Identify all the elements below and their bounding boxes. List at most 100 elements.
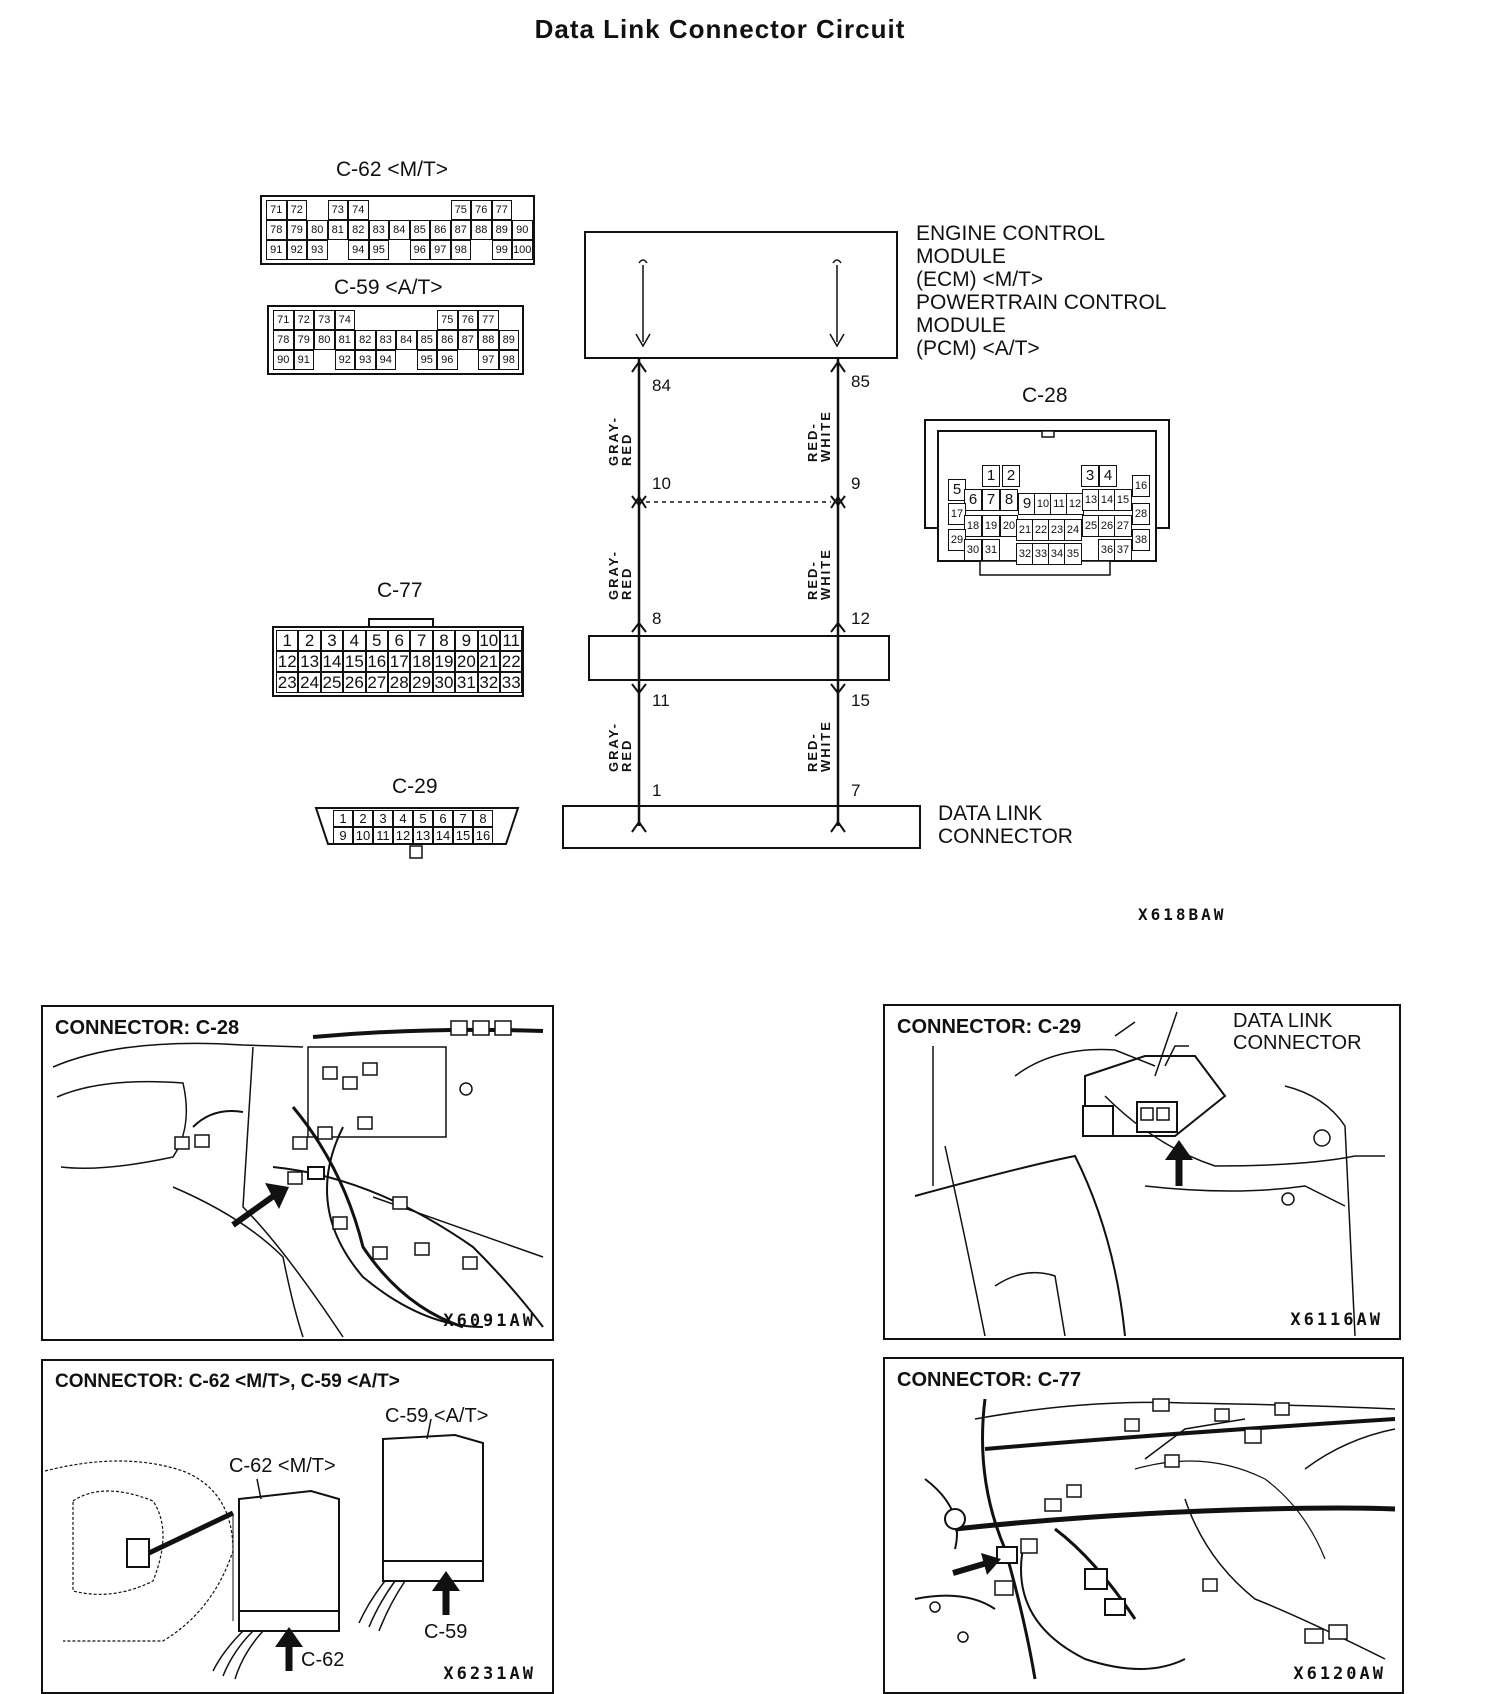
connector-pin: 94	[375, 350, 396, 370]
connector-pin: 7	[453, 810, 473, 827]
connector-pin: 11	[373, 827, 393, 844]
connector-pin: 91	[293, 350, 314, 370]
connector-pin: 22	[500, 651, 523, 672]
connector-pin: 24	[1064, 519, 1082, 541]
connector-pin: 90	[512, 220, 533, 240]
connector-pin: 82	[348, 220, 369, 240]
connector-pin: 20	[455, 651, 478, 672]
c28-label: C-28	[1022, 384, 1068, 407]
connector-pin: 38	[1132, 529, 1150, 551]
connector-pin: 98	[498, 350, 519, 370]
connector-pin: 92	[286, 240, 307, 260]
dashboard-drawing	[914, 1011, 1385, 1337]
connector-pin: 1	[982, 465, 1000, 487]
connector-pin: 27	[1114, 515, 1132, 537]
connector-pin: 83	[368, 220, 389, 240]
connector-pin: 72	[286, 200, 307, 220]
connector-pin: 81	[327, 220, 348, 240]
c77-label: C-77	[377, 579, 423, 602]
connector-pin: 8	[473, 810, 493, 827]
connector-pin: 86	[430, 220, 451, 240]
connector-pin: 79	[293, 330, 314, 350]
connector-pin: 89	[491, 220, 512, 240]
connector-pin: 31	[455, 672, 478, 693]
connector-pin: 3	[373, 810, 393, 827]
connector-pin: 9	[333, 827, 353, 844]
connector-pin: 21	[477, 651, 500, 672]
connector-pin: 3	[320, 630, 344, 651]
wire-color-label: RED-WHITE	[805, 410, 833, 462]
connector-pin: 26	[343, 672, 366, 693]
connector-pin: 12	[276, 651, 299, 672]
connector-pin: 88	[471, 220, 492, 240]
connector-pin: 93	[355, 350, 376, 370]
connector-pin: 25	[320, 672, 344, 693]
connector-pin: 30	[432, 672, 456, 693]
panel-c62-c59-location: CONNECTOR: C-62 <M/T>, C-59 <A/T> C-59 <…	[41, 1359, 554, 1694]
c59-label: C-59 <A/T>	[334, 276, 443, 299]
connector-pin: 28	[1132, 503, 1150, 525]
connector-pin: 85	[409, 220, 430, 240]
connector-pin: 80	[307, 220, 328, 240]
connector-pin: 94	[348, 240, 369, 260]
connector-pin: 75	[450, 200, 471, 220]
panel-title: CONNECTOR: C-29	[897, 1016, 1082, 1038]
connector-pin: 9	[455, 630, 478, 651]
connector-pin: 4	[1099, 465, 1117, 487]
wire-color-label: GRAY-RED	[606, 416, 634, 466]
connector-pin: 7	[982, 489, 1000, 511]
connector-pin: 8	[1000, 489, 1018, 511]
connector-pin: 2	[298, 630, 321, 651]
connector-pin: 77	[478, 310, 499, 330]
connector-pin: 17	[388, 651, 411, 672]
connector-pin: 20	[1000, 515, 1018, 537]
panel-code: X6120AW	[1293, 1664, 1386, 1684]
connector-pin: 6	[388, 630, 411, 651]
connector-pin: 87	[450, 220, 471, 240]
c29-label: C-29	[392, 775, 438, 798]
connector-pin: 95	[416, 350, 437, 370]
dlc-label-line: DATA LINK	[938, 802, 1043, 825]
pin-number: 1	[652, 781, 662, 800]
connector-pin: 13	[298, 651, 321, 672]
connector-pin: 74	[348, 200, 369, 220]
connector-pin: 77	[491, 200, 512, 220]
connector-pin: 13	[1082, 489, 1100, 511]
c77-box	[588, 635, 890, 681]
pin-number: 9	[851, 474, 861, 493]
connector-pin: 10	[353, 827, 373, 844]
connector-pin: 76	[457, 310, 478, 330]
panel-c77-location: CONNECTOR: C-77 X6120AW	[883, 1357, 1404, 1694]
dlc-label: DATA LINK CONNECTOR	[938, 802, 1073, 848]
connector-pin: 96	[409, 240, 430, 260]
connector-pin: 78	[266, 220, 287, 240]
connector-pin: 23	[276, 672, 299, 693]
connector-pin: 4	[393, 810, 413, 827]
connector-pin: 84	[396, 330, 417, 350]
connector-pin: 5	[413, 810, 433, 827]
connector-pin: 76	[471, 200, 492, 220]
connector-pin: 73	[314, 310, 335, 330]
connector-pin: 1	[276, 630, 299, 651]
page-title: Data Link Connector Circuit	[534, 14, 906, 44]
connector-pin: 12	[393, 827, 413, 844]
connector-pin: 11	[500, 630, 523, 651]
connector-pin: 29	[410, 672, 433, 693]
connector-pin: 97	[430, 240, 451, 260]
panel-title: CONNECTOR: C-77	[897, 1369, 1082, 1391]
wire-color-label: RED-WHITE	[805, 720, 833, 772]
connector-pin: 88	[478, 330, 499, 350]
connector-pin: 24	[298, 672, 321, 693]
connector-pin: 18	[410, 651, 433, 672]
dashboard-drawing	[52, 1020, 544, 1338]
pin-number: 85	[851, 372, 870, 391]
connector-pin: 31	[982, 539, 1000, 561]
connector-pin: 83	[375, 330, 396, 350]
dashboard-drawing	[914, 1398, 1396, 1680]
connector-pin: 2	[353, 810, 373, 827]
connector-pin: 72	[293, 310, 314, 330]
connector-pin: 26	[1098, 515, 1116, 537]
connector-pin: 98	[450, 240, 471, 260]
